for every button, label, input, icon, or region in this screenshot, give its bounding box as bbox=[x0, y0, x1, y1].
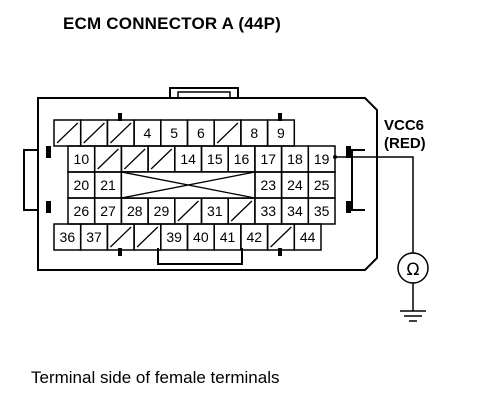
alignment-mark bbox=[46, 201, 51, 213]
terminal-cell bbox=[293, 223, 322, 251]
terminal-number: 36 bbox=[60, 229, 76, 245]
terminal-number: 9 bbox=[277, 125, 285, 141]
unused-cavity-mark bbox=[230, 200, 253, 222]
terminal-number: 24 bbox=[287, 177, 303, 193]
connector-right-lock bbox=[351, 149, 365, 211]
unused-cavity-mark bbox=[109, 122, 132, 144]
unused-cavity-mark bbox=[83, 122, 105, 144]
terminal-number: 4 bbox=[144, 125, 152, 141]
signal-name-label: VCC6 bbox=[384, 117, 425, 134]
terminal-number: 34 bbox=[287, 203, 303, 219]
terminal-number: 23 bbox=[260, 177, 276, 193]
terminal-number: 21 bbox=[100, 177, 116, 193]
unused-cavity-mark bbox=[123, 148, 146, 170]
connector-outer-shell bbox=[37, 97, 378, 271]
connector-latch-tab bbox=[169, 87, 239, 98]
terminal-number: 25 bbox=[314, 177, 330, 193]
wire-color-label: (RED) bbox=[384, 135, 426, 152]
terminal-number: 26 bbox=[74, 203, 90, 219]
terminal-number: 17 bbox=[260, 151, 276, 167]
unused-cavity-mark bbox=[270, 226, 292, 248]
terminal-number: 35 bbox=[314, 203, 330, 219]
terminal-number: 28 bbox=[127, 203, 143, 219]
ohm-symbol: Ω bbox=[407, 260, 420, 280]
alignment-mark bbox=[118, 113, 122, 121]
terminal-number: 37 bbox=[86, 229, 102, 245]
terminal-number: 19 bbox=[314, 151, 330, 167]
terminal-number: 40 bbox=[193, 229, 209, 245]
terminal-number: 44 bbox=[300, 229, 316, 245]
terminal-number: 5 bbox=[170, 125, 178, 141]
terminal-number: 33 bbox=[260, 203, 276, 219]
terminal-number: 18 bbox=[287, 151, 303, 167]
alignment-mark bbox=[346, 146, 351, 158]
unused-block-cross bbox=[121, 171, 256, 199]
connector-title: ECM CONNECTOR A (44P) bbox=[63, 14, 281, 33]
unused-cavity-mark bbox=[216, 122, 239, 144]
alignment-mark bbox=[46, 146, 51, 158]
unused-cavity-mark bbox=[150, 148, 173, 170]
unused-cavity-mark bbox=[177, 200, 199, 222]
unused-cavity-mark bbox=[136, 226, 159, 248]
unused-cavity-mark bbox=[97, 148, 119, 170]
alignment-mark bbox=[346, 201, 351, 213]
terminal-number: 31 bbox=[207, 203, 223, 219]
terminal-number: 29 bbox=[154, 203, 170, 219]
connector-latch-window bbox=[177, 91, 231, 99]
terminal-number: 27 bbox=[100, 203, 116, 219]
terminal-number: 14 bbox=[180, 151, 196, 167]
terminal-number: 6 bbox=[197, 125, 205, 141]
alignment-mark bbox=[278, 113, 282, 121]
unused-cavity-mark bbox=[56, 122, 79, 144]
probe-wire bbox=[335, 156, 414, 253]
terminal-number: 15 bbox=[207, 151, 223, 167]
connector-bottom-key bbox=[157, 248, 243, 265]
caption: Terminal side of female terminals bbox=[31, 368, 280, 387]
terminal-number: 42 bbox=[246, 229, 262, 245]
terminal-number: 10 bbox=[74, 151, 90, 167]
probe-point bbox=[333, 155, 337, 159]
unused-cavity-mark bbox=[109, 226, 132, 248]
terminal-grid: 4 5 6 8 9 10 14 15 16 17 18 19 20 21 23 24 25 26 27 28 29 31 3… bbox=[53, 119, 336, 251]
terminal-number: 41 bbox=[220, 229, 236, 245]
terminal-number: 8 bbox=[250, 125, 258, 141]
terminal-number: 39 bbox=[166, 229, 182, 245]
alignment-mark bbox=[278, 248, 282, 256]
terminal-number: 20 bbox=[74, 177, 90, 193]
alignment-mark bbox=[118, 248, 122, 256]
connector-left-lock bbox=[23, 149, 38, 211]
terminal-number: 16 bbox=[234, 151, 250, 167]
